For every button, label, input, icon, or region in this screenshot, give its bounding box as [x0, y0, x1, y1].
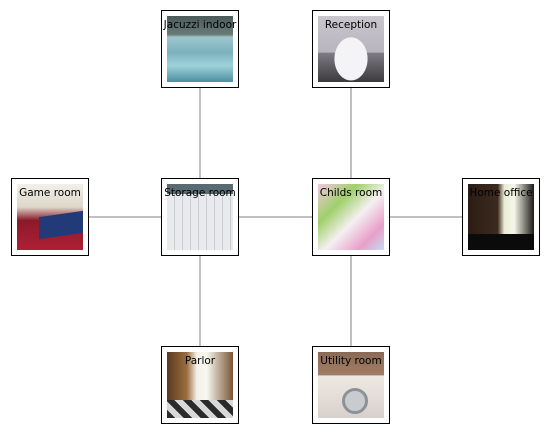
node-childs-room[interactable]: Childs room: [312, 178, 390, 256]
childs-room-photo: [318, 184, 384, 250]
reception-photo: [318, 16, 384, 82]
node-utility-room[interactable]: Utility room: [312, 346, 390, 424]
parlor-photo: [167, 352, 233, 418]
utility-room-photo: [318, 352, 384, 418]
storage-room-photo: [167, 184, 233, 250]
home-office-photo: [468, 184, 534, 250]
node-game-room[interactable]: Game room: [11, 178, 89, 256]
jacuzzi-photo: [167, 16, 233, 82]
node-storage-room[interactable]: Storage room: [161, 178, 239, 256]
node-reception[interactable]: Reception: [312, 10, 390, 88]
node-home-office[interactable]: Home office: [462, 178, 540, 256]
node-jacuzzi-indoor[interactable]: Jacuzzi indoor: [161, 10, 239, 88]
node-parlor[interactable]: Parlor: [161, 346, 239, 424]
game-room-photo: [17, 184, 83, 250]
